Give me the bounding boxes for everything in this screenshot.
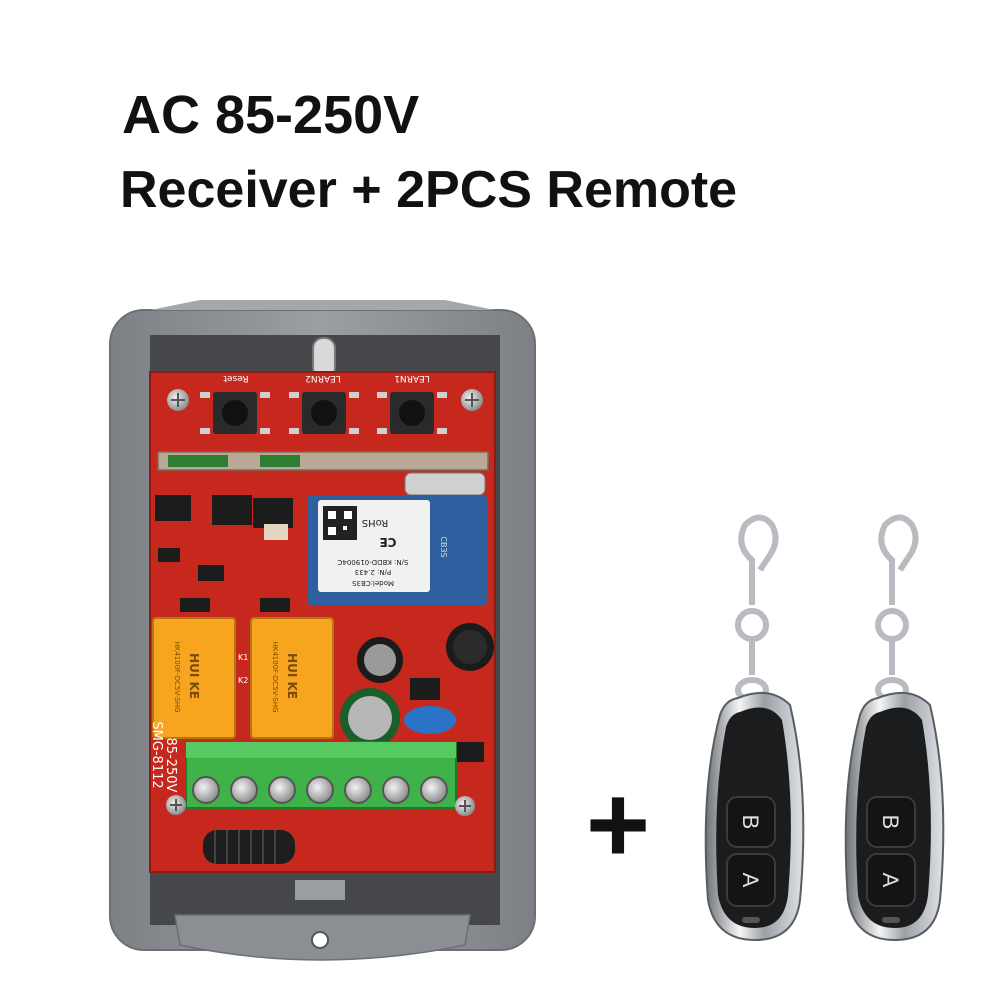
- remote-button-b-label: B: [738, 815, 763, 830]
- relay-k1-mark: K1: [238, 653, 248, 662]
- screw-icon: [461, 389, 483, 411]
- plus-sign: +: [586, 763, 650, 886]
- remote-led: [742, 917, 760, 923]
- relay-k2: HUI KE HK4100F-DC5V-SHG: [250, 617, 334, 739]
- relay-model: HK4100F-DC5V-SHG: [173, 642, 181, 713]
- relay-model: HK4100F-DC5V-SHG: [271, 642, 279, 713]
- ceramic-capacitor: [404, 706, 456, 734]
- board-voltage-label: 85-250V: [163, 738, 178, 793]
- remote-button-b-label: B: [878, 815, 903, 830]
- wifi-module: RoHS CE S/N: KBDD-019004C P/N: 2.433 Mod…: [307, 495, 487, 605]
- module-antenna-label: CB3S: [439, 536, 448, 557]
- remote-button-a: [866, 853, 916, 907]
- buzzer: [446, 623, 494, 671]
- keyring-clip-icon: [875, 514, 919, 703]
- capacitor-large: [340, 688, 400, 748]
- screw-icon: [167, 389, 189, 411]
- reset-button: [200, 392, 270, 434]
- relay-k1: HUI KE HK4100F-DC5V-SHG: [152, 617, 236, 739]
- learn2-label: LEARN2: [305, 373, 341, 383]
- remote-fob-2: B A: [844, 514, 945, 942]
- learn2-button: [289, 392, 359, 434]
- antenna-coil: [203, 830, 295, 864]
- module-pn: P/N: 2.433: [355, 568, 391, 576]
- relay-brand: HUI KE: [187, 653, 201, 699]
- relay-brand: HUI KE: [285, 653, 299, 699]
- remote-fob-1: B A: [704, 514, 805, 942]
- board-model-label: SMG-8112: [149, 721, 164, 788]
- capacitor-small: [357, 637, 403, 683]
- remote-button-b: [726, 796, 776, 848]
- remote-button-a: [726, 853, 776, 907]
- ce-mark: CE: [379, 535, 396, 549]
- screw-icon: [455, 796, 475, 816]
- remote-button-b: [866, 796, 916, 848]
- relay-k2-mark: K2: [238, 676, 248, 685]
- module-sn: S/N: KBDD-019004C: [337, 558, 408, 566]
- rf-receiver-strip: [157, 451, 489, 471]
- remote-led: [882, 917, 900, 923]
- contents-heading: Receiver + 2PCS Remote: [120, 161, 738, 219]
- module-model: Model:CB3S: [351, 579, 394, 587]
- learn1-button: [377, 392, 447, 434]
- voltage-heading: AC 85-250V: [122, 85, 420, 145]
- keyring-clip-icon: [735, 514, 779, 703]
- screw-icon: [166, 795, 186, 815]
- reset-label: Reset: [223, 373, 249, 383]
- receiver-unit: Reset LEARN2 LEARN1: [109, 300, 536, 961]
- remote-button-a-label: A: [738, 873, 763, 888]
- remote-button-a-label: A: [878, 873, 903, 888]
- terminal-block: [185, 741, 457, 809]
- learn1-label: LEARN1: [394, 373, 430, 383]
- rohs-mark: RoHS: [362, 517, 388, 528]
